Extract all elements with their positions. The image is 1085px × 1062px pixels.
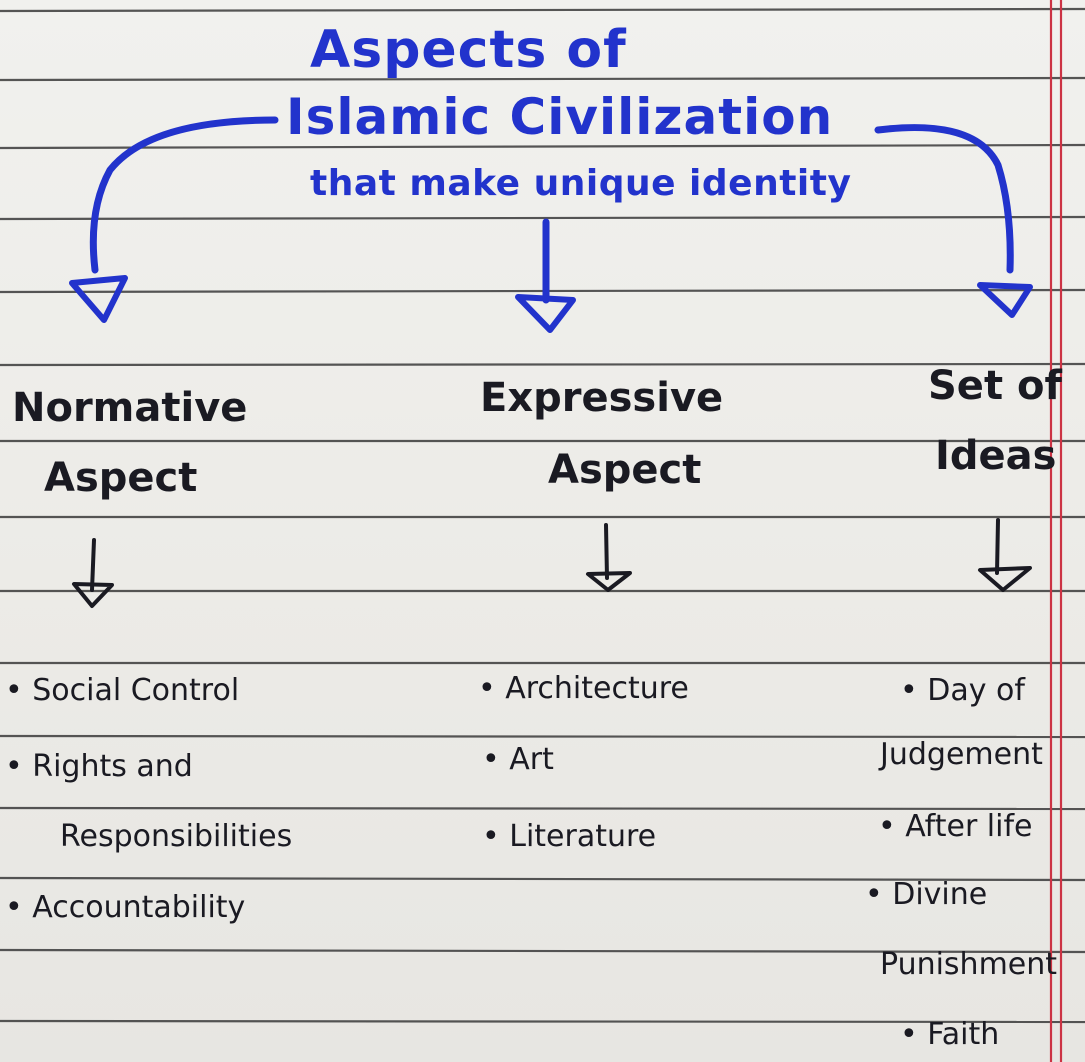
normative-down-arrow (90, 538, 96, 592)
title-line-1: Aspects of (310, 20, 627, 80)
left-arrow-head (69, 275, 128, 323)
right-arrow-head (977, 282, 1033, 318)
left-curve-arrow (89, 116, 279, 274)
ideas-item-after-life: • After life (878, 809, 1033, 844)
ideas-heading-line-1: Set of (928, 363, 1062, 409)
normative-item-accountability: • Accountability (5, 890, 246, 925)
expressive-down-arrow (604, 523, 609, 580)
normative-item-rights: • Rights and (5, 749, 193, 784)
middle-arrow-head (515, 294, 576, 333)
ideas-heading-line-2: Ideas (935, 433, 1057, 479)
expressive-item-literature: • Literature (482, 819, 657, 854)
expressive-item-architecture: • Architecture (478, 671, 689, 706)
title-line-2: Islamic Civilization (286, 88, 834, 146)
expressive-heading-line-1: Expressive (480, 375, 724, 421)
normative-item-social-control: • Social Control (5, 673, 240, 708)
expressive-heading-line-2: Aspect (548, 447, 702, 493)
normative-down-arrow-head (72, 582, 114, 608)
ideas-item-divine: • Divine (865, 877, 988, 912)
ideas-down-arrow-head (978, 566, 1032, 592)
ideas-item-punishment: Punishment (880, 947, 1058, 982)
ideas-down-arrow (995, 518, 1000, 575)
normative-item-responsibilities: Responsibilities (60, 819, 293, 854)
ideas-item-faith: • Faith (900, 1017, 1000, 1052)
expressive-item-art: • Art (482, 742, 554, 777)
expressive-down-arrow-head (586, 571, 632, 592)
normative-heading-line-2: Aspect (44, 455, 198, 501)
ideas-item-day-of: • Day of (900, 673, 1025, 708)
ideas-item-judgement: Judgement (880, 737, 1043, 772)
right-curve-arrow (874, 124, 1014, 274)
normative-heading-line-1: Normative (12, 385, 248, 431)
title-line-3: that make unique identity (310, 163, 852, 204)
